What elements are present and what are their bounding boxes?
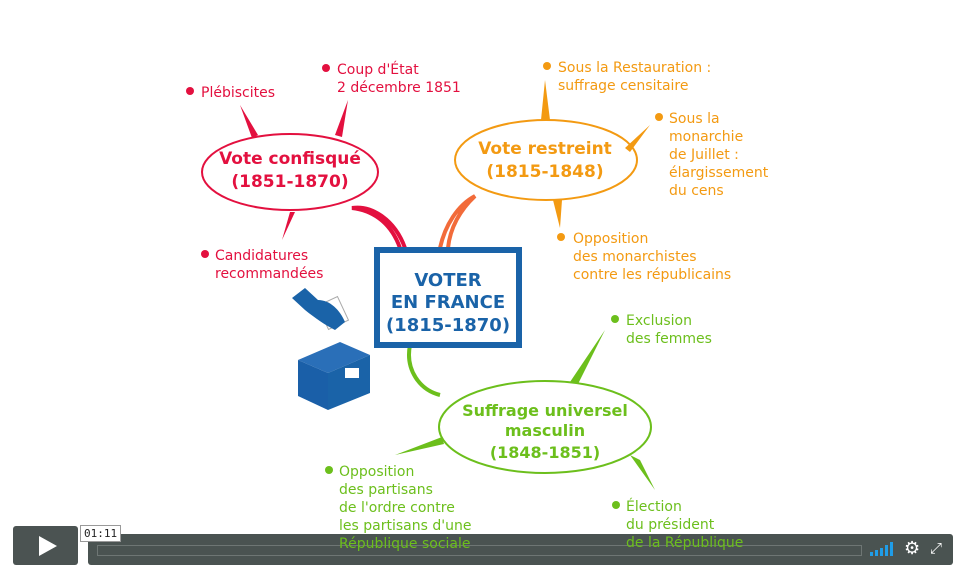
red-title: Vote confisqué (219, 149, 361, 169)
bullet-icon (186, 87, 194, 95)
red-item: 2 décembre 1851 (337, 80, 461, 96)
green-item: Exclusion (626, 313, 692, 329)
orange-item: Sous la (669, 111, 720, 127)
orange-item: de Juillet : (669, 147, 739, 163)
green-title-2: masculin (505, 421, 585, 440)
orange-item: suffrage censitaire (558, 78, 688, 94)
hand-icon (292, 288, 350, 331)
green-item: des femmes (626, 331, 712, 347)
bullet-icon (322, 64, 330, 72)
green-spike (395, 330, 655, 490)
red-arrow (351, 205, 407, 249)
bullet-icon (611, 315, 619, 323)
orange-arrow (438, 194, 477, 249)
volume-bars-icon[interactable] (870, 542, 893, 556)
orange-title: Vote restreint (478, 139, 612, 159)
orange-bubble (454, 119, 638, 201)
green-item: des partisans (339, 482, 433, 498)
green-item: les partisans d'une (339, 518, 471, 534)
orange-item: du cens (669, 183, 724, 199)
bullet-icon (201, 250, 209, 258)
center-title: (1815-1870) (386, 315, 510, 336)
green-item: de l'ordre contre (339, 500, 455, 516)
green-title: Suffrage universel (462, 401, 628, 420)
orange-item: Sous la Restauration : (558, 60, 711, 76)
red-spike (240, 100, 348, 240)
bullet-icon (612, 501, 620, 509)
green-item: Élection (626, 498, 682, 515)
orange-item: Opposition (573, 231, 648, 247)
green-bubble (438, 380, 652, 474)
progress-track[interactable] (97, 545, 862, 556)
gear-icon[interactable]: ⚙ (904, 538, 921, 559)
red-dates: (1851-1870) (231, 172, 348, 192)
red-bubble (201, 133, 379, 211)
red-item: recommandées (215, 266, 323, 282)
orange-spike (541, 80, 650, 228)
green-arrow (407, 344, 441, 397)
orange-item: contre les républicains (573, 267, 731, 283)
fullscreen-icon[interactable]: ⤢ (930, 539, 943, 557)
time-tooltip: 01:11 (80, 525, 122, 542)
bullet-icon (655, 113, 663, 121)
bullet-icon (543, 62, 551, 70)
green-item: du président (626, 517, 715, 533)
ballot-box-icon (298, 342, 370, 410)
play-button[interactable] (13, 526, 78, 565)
orange-item: monarchie (669, 129, 743, 145)
green-dates: (1848-1851) (490, 443, 600, 462)
bullet-icon (325, 466, 333, 474)
bullet-icon (557, 233, 565, 241)
control-bar: ⚙ ⤢ (88, 534, 953, 565)
orange-item: des monarchistes (573, 249, 697, 265)
red-item: Coup d'État (337, 61, 419, 78)
red-item: Plébiscites (201, 85, 275, 101)
orange-item: élargissement (669, 165, 769, 181)
orange-dates: (1815-1848) (486, 162, 603, 182)
center-box (374, 247, 522, 348)
center-title: EN FRANCE (391, 292, 505, 313)
green-item: Opposition (339, 464, 414, 480)
red-item: Candidatures (215, 248, 308, 264)
center-title: VOTER (414, 270, 481, 291)
